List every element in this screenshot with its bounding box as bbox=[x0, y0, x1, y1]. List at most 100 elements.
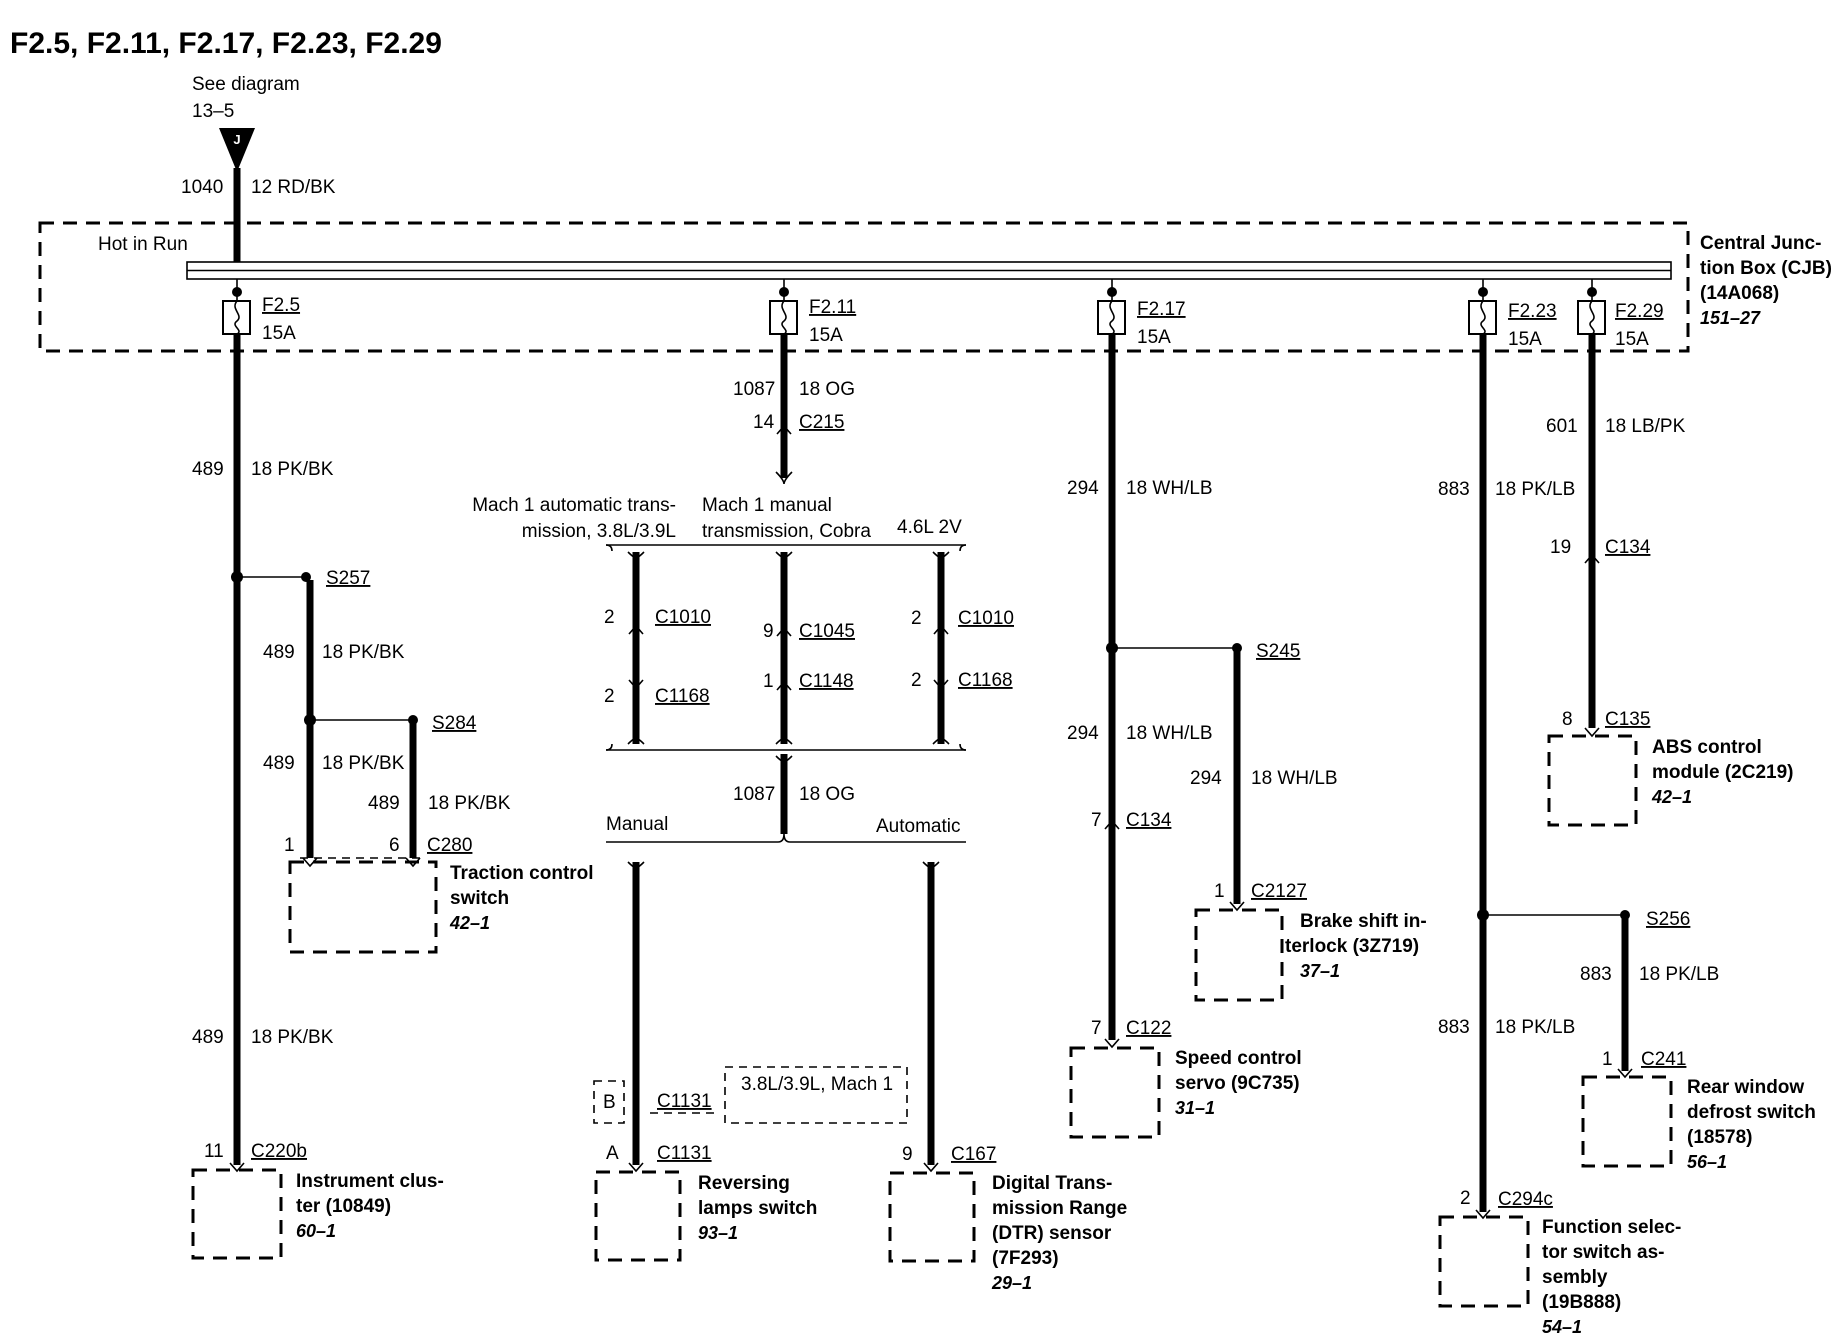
fuse-icon bbox=[1577, 300, 1606, 335]
instrument-cluster-box bbox=[191, 1168, 283, 1260]
component-ref: 42–1 bbox=[1651, 787, 1692, 807]
pin-number: B bbox=[603, 1092, 616, 1113]
component-label: ABS control bbox=[1652, 737, 1762, 758]
component-label: switch bbox=[450, 888, 509, 909]
component-label: lamps switch bbox=[698, 1198, 817, 1219]
pin-number: 14 bbox=[753, 412, 775, 433]
circuit-number: 1087 bbox=[733, 784, 775, 805]
component-label: (19B888) bbox=[1542, 1292, 1621, 1313]
traction-control-switch-box bbox=[288, 860, 438, 954]
fuse-name: F2.23 bbox=[1508, 301, 1557, 322]
connector-c215: C215 bbox=[799, 412, 844, 433]
cjb-box bbox=[38, 221, 1690, 353]
component-label: Function selec- bbox=[1542, 1217, 1681, 1238]
fuse-f2-23: F2.23 15A bbox=[1468, 279, 1557, 350]
component-ref: 93–1 bbox=[698, 1223, 738, 1243]
component-ref: 37–1 bbox=[1300, 961, 1340, 981]
fuse-icon bbox=[1468, 300, 1497, 335]
component-label: Reversing bbox=[698, 1173, 790, 1194]
feed-wire-color: 12 RD/BK bbox=[251, 177, 336, 198]
diagram-title: F2.5, F2.11, F2.17, F2.23, F2.29 bbox=[10, 27, 442, 60]
component-ref: 29–1 bbox=[991, 1273, 1032, 1293]
pin-number: 2 bbox=[911, 670, 922, 691]
pin-number: 6 bbox=[389, 835, 400, 856]
fuse-icon bbox=[769, 300, 798, 335]
component-label: tor switch as- bbox=[1542, 1242, 1664, 1263]
branch-f2-5: 489 18 PK/BK S257 489 18 PK/BK S284 489 … bbox=[191, 334, 594, 1260]
option-label: mission, 3.8L/3.9L bbox=[522, 521, 676, 542]
see-diagram-note: See diagram bbox=[192, 74, 300, 95]
connector-c134: C134 bbox=[1126, 810, 1172, 831]
wire-color: 18 PK/BK bbox=[322, 753, 405, 774]
connector-c1131: C1131 bbox=[657, 1143, 712, 1164]
fuse-f2-11: F2.11 15A bbox=[769, 279, 856, 346]
branch-f2-11: 1087 18 OG 14 C215 Mach 1 automatic tran… bbox=[472, 334, 1127, 1293]
connector-c241: C241 bbox=[1641, 1049, 1686, 1070]
wire-color: 18 WH/LB bbox=[1126, 478, 1213, 499]
wire-color: 18 PK/LB bbox=[1495, 1017, 1575, 1038]
fuse-rating: 15A bbox=[1615, 329, 1649, 350]
connector-c122: C122 bbox=[1126, 1018, 1171, 1039]
branch-f2-17: 294 18 WH/LB S245 294 18 WH/LB 7 C134 7 … bbox=[1067, 334, 1427, 1139]
component-label: (7F293) bbox=[992, 1248, 1059, 1269]
connector-c294c: C294c bbox=[1498, 1189, 1553, 1210]
cjb-label-3: (14A068) bbox=[1700, 283, 1779, 304]
fuse-icon bbox=[222, 300, 251, 335]
pin-number: 2 bbox=[604, 686, 615, 707]
brake-shift-interlock-box bbox=[1194, 908, 1284, 1002]
component-label: defrost switch bbox=[1687, 1102, 1816, 1123]
component-label: module (2C219) bbox=[1652, 762, 1793, 783]
branch-f2-23: 883 18 PK/LB S256 883 18 PK/LB 2 C294c F… bbox=[1438, 334, 1816, 1337]
wire-color: 18 LB/PK bbox=[1605, 416, 1686, 437]
reversing-lamps-switch-box bbox=[594, 1170, 682, 1262]
wire-color: 18 PK/BK bbox=[251, 1027, 334, 1048]
circuit-number: 294 bbox=[1067, 478, 1099, 499]
abs-control-module-box bbox=[1547, 734, 1638, 827]
connector-c1148: C1148 bbox=[799, 671, 854, 692]
source-connector-letter: J bbox=[233, 132, 240, 147]
fuse-rating: 15A bbox=[809, 325, 843, 346]
wire-color: 18 WH/LB bbox=[1251, 768, 1338, 789]
component-label: mission Range bbox=[992, 1198, 1127, 1219]
function-selector-switch-box bbox=[1438, 1215, 1530, 1308]
circuit-number: 489 bbox=[263, 642, 295, 663]
branch-f2-29: 601 18 LB/PK 19 C134 8 C135 ABS control … bbox=[1546, 334, 1793, 827]
wire-color: 18 WH/LB bbox=[1126, 723, 1213, 744]
circuit-number: 489 bbox=[192, 459, 224, 480]
component-ref: 60–1 bbox=[296, 1221, 336, 1241]
splice-s284: S284 bbox=[432, 713, 477, 734]
circuit-number: 883 bbox=[1580, 964, 1612, 985]
pin-number: 7 bbox=[1091, 1018, 1102, 1039]
wire-color: 18 PK/BK bbox=[322, 642, 405, 663]
component-label: servo (9C735) bbox=[1175, 1073, 1300, 1094]
circuit-number: 601 bbox=[1546, 416, 1578, 437]
option-note-box bbox=[724, 1066, 908, 1124]
connector-c2127: C2127 bbox=[1251, 881, 1307, 902]
wire-color: 18 PK/LB bbox=[1639, 964, 1719, 985]
fuse-rating: 15A bbox=[262, 323, 296, 344]
circuit-number: 294 bbox=[1067, 723, 1099, 744]
circuit-number: 489 bbox=[368, 793, 400, 814]
circuit-number: 883 bbox=[1438, 1017, 1470, 1038]
pin-number: 2 bbox=[604, 607, 615, 628]
connector-c280: C280 bbox=[427, 835, 472, 856]
component-label: Rear window bbox=[1687, 1077, 1804, 1098]
component-ref: 42–1 bbox=[449, 913, 490, 933]
component-ref: 31–1 bbox=[1175, 1098, 1215, 1118]
connector-c220b: C220b bbox=[251, 1141, 307, 1162]
connector-c1010: C1010 bbox=[958, 608, 1014, 629]
component-ref: 54–1 bbox=[1542, 1317, 1582, 1337]
wire-color: 18 OG bbox=[799, 784, 855, 805]
connector-c1010: C1010 bbox=[655, 607, 711, 628]
splice-s245: S245 bbox=[1256, 641, 1300, 662]
component-label: (18578) bbox=[1687, 1127, 1753, 1148]
circuit-number: 489 bbox=[192, 1027, 224, 1048]
connector-c1045: C1045 bbox=[799, 621, 855, 642]
pin-number: 9 bbox=[902, 1144, 913, 1165]
speed-control-servo-box bbox=[1069, 1046, 1161, 1139]
fuse-f2-17: F2.17 15A bbox=[1097, 279, 1186, 348]
cjb-label-1: Central Junc- bbox=[1700, 233, 1821, 254]
fuse-name: F2.29 bbox=[1615, 301, 1664, 322]
component-label: sembly bbox=[1542, 1267, 1608, 1288]
